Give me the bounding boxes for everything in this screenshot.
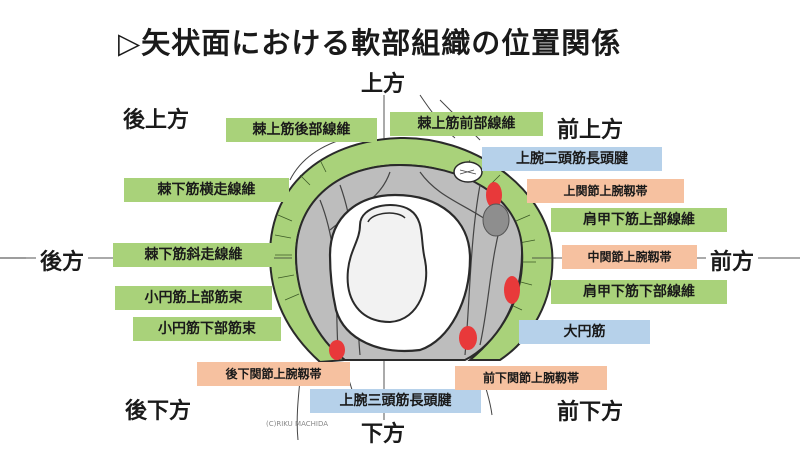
glenoid-fossa <box>346 204 428 324</box>
biceps-tendon-fibers <box>459 169 477 175</box>
label-biceps-long-head: 上腕二頭筋長頭腱 <box>482 147 662 171</box>
direction-front: 前方 <box>706 244 759 276</box>
label-subscapularis-lower: 肩甲下筋下部線維 <box>551 280 727 304</box>
label-teres-minor-lower: 小円筋下部筋束 <box>133 317 281 341</box>
label-teres-minor-upper: 小円筋上部筋束 <box>115 286 272 310</box>
posterior-inferior-gh-ligament-mark <box>329 340 345 360</box>
direction-front-up: 前上方 <box>557 118 624 143</box>
label-teres-major: 大円筋 <box>519 320 650 344</box>
direction-back: 後方 <box>36 244 89 276</box>
anterior-inferior-gh-ligament-mark <box>504 276 520 304</box>
glenoid-fossa-inner <box>367 212 406 223</box>
label-posterior-inferior-gh-ligament: 後下関節上腕靱帯 <box>197 362 350 386</box>
cuff-fibers <box>274 159 536 311</box>
label-anterior-inferior-gh-ligament: 前下関節上腕靱帯 <box>455 366 607 390</box>
direction-up: 上方 <box>361 72 406 97</box>
label-infraspinatus-oblique: 棘下筋斜走線維 <box>113 243 274 267</box>
direction-front-down: 前下方 <box>557 400 624 425</box>
direction-back-up: 後上方 <box>123 108 190 133</box>
label-supraspinatus-posterior: 棘上筋後部線維 <box>226 118 377 142</box>
direction-back-down: 後下方 <box>125 399 192 424</box>
label-subscapularis-upper: 肩甲下筋上部線維 <box>551 208 727 232</box>
anterior-band-mark <box>459 326 477 350</box>
label-infraspinatus-transverse: 棘下筋横走線維 <box>124 178 289 202</box>
label-superior-gh-ligament: 上関節上腕靱帯 <box>527 179 684 203</box>
page-title: ▷矢状面における軟部組織の位置関係 <box>118 26 622 60</box>
label-middle-gh-ligament: 中関節上腕靱帯 <box>562 245 697 269</box>
label-triceps-long-head: 上腕三頭筋長頭腱 <box>310 389 481 413</box>
label-supraspinatus-anterior: 棘上筋前部線維 <box>390 112 543 136</box>
copyright-text: (C)RIKU MACHIDA <box>266 420 329 428</box>
direction-down: 下方 <box>361 422 406 447</box>
superior-gh-ligament-mark <box>486 182 502 208</box>
middle-gh-ligament-mark <box>482 203 510 237</box>
